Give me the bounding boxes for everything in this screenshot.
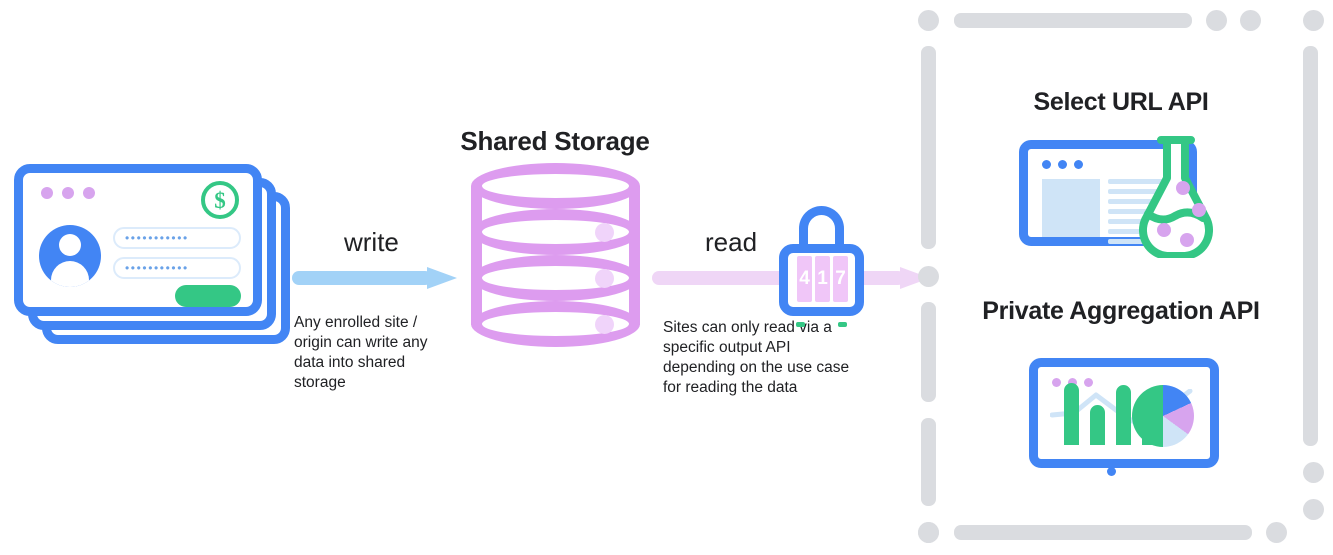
bar-3 [1116,385,1131,445]
dashboard-window-icon [1029,358,1219,468]
combination-lock-icon: 4 1 7 [779,206,864,327]
lock-digit-1: 4 [797,256,812,302]
password-field[interactable]: ••••••••••• [113,257,241,279]
bar-2 [1090,405,1105,445]
bar-1 [1064,383,1079,445]
select-url-api-illustration [1019,136,1224,258]
dollar-badge-icon: $ [201,181,239,219]
flask-icon [1139,136,1213,258]
site-card-front: $ ••••••••••• ••••••••••• [14,164,262,316]
write-caption: Any enrolled site / origin can write any… [294,314,428,391]
window-dots [41,187,95,199]
shared-storage-cylinder-icon [471,163,640,348]
private-aggregation-api-illustration [1029,358,1219,478]
submit-button[interactable] [175,285,241,307]
read-label: read [705,227,758,257]
select-url-api-title: Select URL API [1033,88,1209,116]
read-caption: Sites can only read via a specific outpu… [663,319,850,396]
lock-digit-3: 7 [833,256,848,302]
write-label: write [344,227,399,257]
source-site-cards: $ ••••••••••• ••••••••••• [14,164,304,364]
lock-dials: 4 1 7 [797,256,848,302]
pie-chart-icon [1132,385,1194,447]
output-apis-frame [918,10,1324,545]
lock-digit-2: 1 [815,256,830,302]
private-aggregation-api-title: Private Aggregation API [982,297,1260,325]
shared-storage-title: Shared Storage [460,126,650,156]
write-arrow-icon [292,267,457,289]
username-field[interactable]: ••••••••••• [113,227,241,249]
avatar [39,225,101,287]
